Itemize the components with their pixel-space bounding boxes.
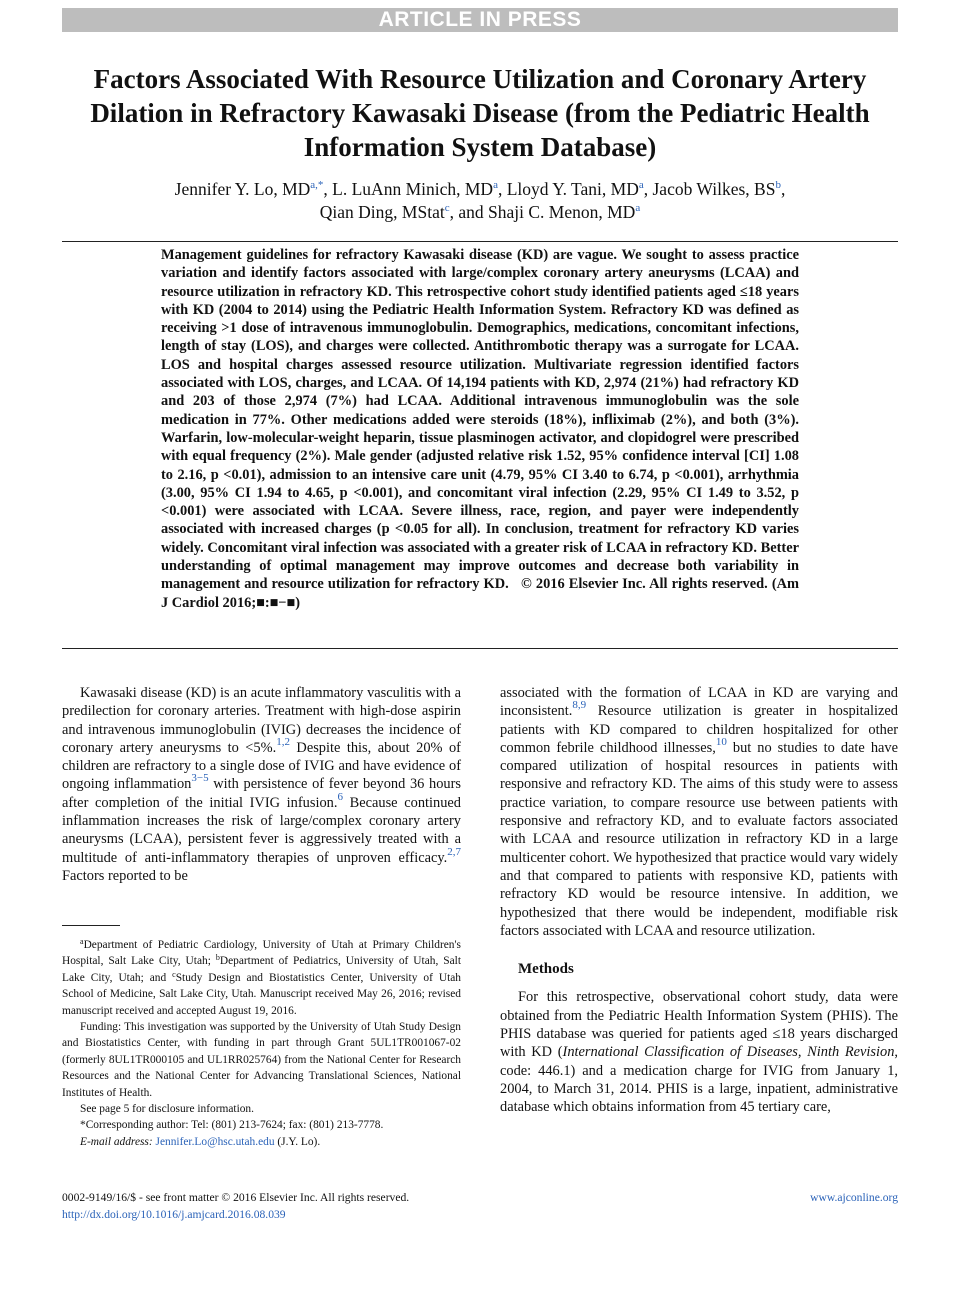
body-text: Resource utilization is greater in hospi… xyxy=(500,703,898,756)
methods-heading: Methods xyxy=(518,961,574,978)
body-text: Kawasaki disease (KD) is an acute inflam… xyxy=(62,685,461,756)
affiliation-marker[interactable]: a xyxy=(635,202,641,214)
citation-link[interactable]: 3−5 xyxy=(191,772,209,785)
body-text: Because continued inflammation increases… xyxy=(62,794,461,866)
intro-paragraph-continued: associated with the formation of LCAA in… xyxy=(500,684,898,940)
corresponding-author-footnote: *Corresponding author: Tel: (801) 213-76… xyxy=(80,1119,384,1132)
citation-link[interactable]: 8,9 xyxy=(572,699,587,712)
citation-link[interactable]: 6 xyxy=(337,790,343,803)
affiliation-marker: b xyxy=(215,953,220,963)
email-link[interactable]: Jennifer.Lo@hsc.utah.edu xyxy=(155,1135,275,1148)
author-name: Jennifer Y. Lo, MD xyxy=(174,179,311,199)
affiliations-footnote: aDepartment of Pediatric Cardiology, Uni… xyxy=(62,937,461,1019)
footnote-text: (J.Y. Lo). xyxy=(274,1135,321,1148)
author-name: Shaji C. Menon, MD xyxy=(488,202,636,222)
doi-link[interactable]: http://dx.doi.org/10.1016/j.amjcard.2016… xyxy=(62,1208,286,1221)
affiliation-marker: c xyxy=(172,969,176,979)
email-label: E-mail address: xyxy=(80,1135,153,1148)
author-name: L. LuAnn Minich, MD xyxy=(332,179,494,199)
body-column-left: Kawasaki disease (KD) is an acute inflam… xyxy=(62,684,461,885)
author-name: Qian Ding, MStat xyxy=(319,202,445,222)
email-footnote: E-mail address: Jennifer.Lo@hsc.utah.edu… xyxy=(62,1134,461,1150)
funding-footnote: Funding: This investigation was supporte… xyxy=(62,1021,461,1099)
body-text: Despite this, about 20% of children are … xyxy=(62,739,461,793)
footnote-text: Department of Pediatrics, University of … xyxy=(62,955,461,984)
abstract: Management guidelines for refractory Kaw… xyxy=(161,246,799,612)
journal-website-link[interactable]: www.ajconline.org xyxy=(810,1191,898,1204)
body-text: with persistence of fever beyond 36 hour… xyxy=(62,776,461,811)
body-column-right: associated with the formation of LCAA in… xyxy=(500,684,898,1117)
author-name: Lloyd Y. Tani, MD xyxy=(506,179,639,199)
citation-link[interactable]: 1,2 xyxy=(276,735,290,748)
footnote-text: Study Design and Biostatistics Center, U… xyxy=(62,971,462,1017)
affiliation-marker[interactable]: a xyxy=(638,179,644,191)
author-list: Jennifer Y. Lo, MDa,*, L. LuAnn Minich, … xyxy=(174,179,786,222)
citation-link[interactable]: 2,7 xyxy=(447,845,461,858)
affiliation-marker[interactable]: a xyxy=(493,179,498,191)
methods-paragraph: For this retrospective, observational co… xyxy=(500,988,898,1116)
article-in-press-banner: ARTICLE IN PRESS xyxy=(62,8,898,32)
author-name: Jacob Wilkes, BS xyxy=(652,179,776,199)
publication-info: 0002-9149/16/$ - see front matter © 2016… xyxy=(62,1189,502,1223)
affiliation-marker: a xyxy=(80,937,84,946)
abstract-top-rule xyxy=(62,241,898,242)
affiliation-marker[interactable]: a,* xyxy=(310,179,324,191)
affiliation-marker[interactable]: b xyxy=(775,179,781,191)
affiliation-marker[interactable]: c xyxy=(444,202,450,214)
article-title: Factors Associated With Resource Utiliza… xyxy=(90,64,870,162)
body-text: Factors reported to be xyxy=(62,867,188,884)
footnote-text: Department of Pediatric Cardiology, Univ… xyxy=(62,939,461,968)
abstract-text: Management guidelines for refractory Kaw… xyxy=(161,247,799,593)
issn-line: 0002-9149/16/$ - see front matter © 2016… xyxy=(62,1191,410,1204)
citation-link[interactable]: 10 xyxy=(715,735,727,748)
body-text: , code: 446.1) and a medication charge f… xyxy=(500,1044,898,1116)
intro-paragraph: Kawasaki disease (KD) is an acute inflam… xyxy=(62,684,461,885)
body-text: but no studies to date have compared uti… xyxy=(500,739,898,939)
disclosure-footnote: See page 5 for disclosure information. xyxy=(80,1103,254,1116)
body-text: associated with the formation of LCAA in… xyxy=(500,685,898,720)
footnote-divider xyxy=(62,925,120,926)
body-text-italic: International Classification of Diseases… xyxy=(562,1044,895,1061)
body-text: For this retrospective, observational co… xyxy=(500,989,898,1061)
abstract-bottom-rule xyxy=(62,648,898,649)
footnotes: aDepartment of Pediatric Cardiology, Uni… xyxy=(62,937,461,1150)
abstract-copyright: © 2016 Elsevier Inc. All rights reserved… xyxy=(161,576,799,611)
